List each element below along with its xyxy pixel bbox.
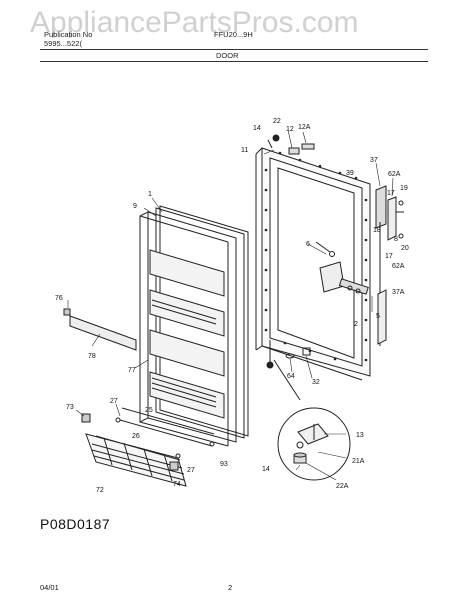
top-hinge-parts (267, 134, 315, 155)
callout-76: 76 (55, 295, 63, 302)
callout-2: 2 (354, 321, 358, 328)
callout-26: 26 (132, 433, 140, 440)
callout-11: 11 (241, 147, 248, 154)
callout-17-top: 17 (387, 190, 395, 197)
footer-page-number: 2 (228, 583, 233, 592)
callout-22A: 22A (336, 483, 349, 490)
callout-72: 72 (96, 487, 104, 494)
callout-14-top: 14 (253, 125, 261, 132)
callout-9: 9 (133, 203, 137, 210)
callout-64: 64 (287, 373, 295, 380)
callout-22: 22 (273, 118, 281, 125)
header-rule-bottom (40, 61, 428, 62)
callout-14-detail: 14 (262, 466, 270, 473)
callout-12A: 12A (298, 124, 311, 131)
callout-labels: 1 9 76 78 77 73 27 25 26 72 27 74 93 22 … (55, 118, 409, 494)
callout-17-bottom: 17 (385, 253, 393, 260)
callout-27-right: 27 (187, 467, 195, 474)
callout-18: 18 (373, 227, 381, 234)
callout-74: 74 (173, 481, 181, 488)
site-watermark: AppliancePartsPros.com (30, 6, 359, 39)
door-basket (81, 407, 215, 487)
callout-32: 32 (312, 379, 320, 386)
callout-37A: 37A (392, 289, 405, 296)
callout-12: 12 (286, 126, 294, 133)
door-shelves (149, 249, 225, 419)
door-body (255, 147, 371, 381)
callout-20: 20 (401, 245, 409, 252)
callout-39: 39 (346, 170, 354, 177)
door-rivets (264, 151, 368, 362)
publication-number: 5995...522( (44, 39, 82, 48)
model-number: FFU20...9H (214, 30, 253, 39)
callout-27-left: 27 (110, 398, 118, 405)
hinge-bracket-assembly (375, 185, 404, 346)
publication-label: Publication No (44, 30, 93, 39)
callout-8: 8 (394, 236, 398, 243)
callout-21A: 21A (352, 458, 365, 465)
callout-1: 1 (148, 191, 152, 198)
callout-73: 73 (66, 404, 74, 411)
callout-37: 37 (370, 157, 378, 164)
callout-6: 6 (306, 241, 310, 248)
shelf-rail (63, 308, 137, 351)
drawing-code: P08D0187 (40, 516, 111, 532)
callout-77: 77 (128, 367, 136, 374)
callout-5: 5 (376, 313, 380, 320)
latch-assembly (315, 241, 369, 295)
footer-date: 04/01 (40, 583, 59, 592)
callout-78: 78 (88, 353, 96, 360)
detail-magnifier (273, 359, 351, 481)
bottom-hinge-parts (266, 340, 311, 369)
callout-93: 93 (220, 461, 228, 468)
callout-13: 13 (356, 432, 364, 439)
callout-62A-top: 62A (388, 171, 401, 178)
header-rule-top (40, 49, 428, 50)
callout-62A-bottom: 62A (392, 263, 405, 270)
leader-lines (67, 129, 394, 481)
callout-25: 25 (145, 407, 153, 414)
section-title: DOOR (216, 51, 239, 60)
callout-19: 19 (400, 185, 408, 192)
